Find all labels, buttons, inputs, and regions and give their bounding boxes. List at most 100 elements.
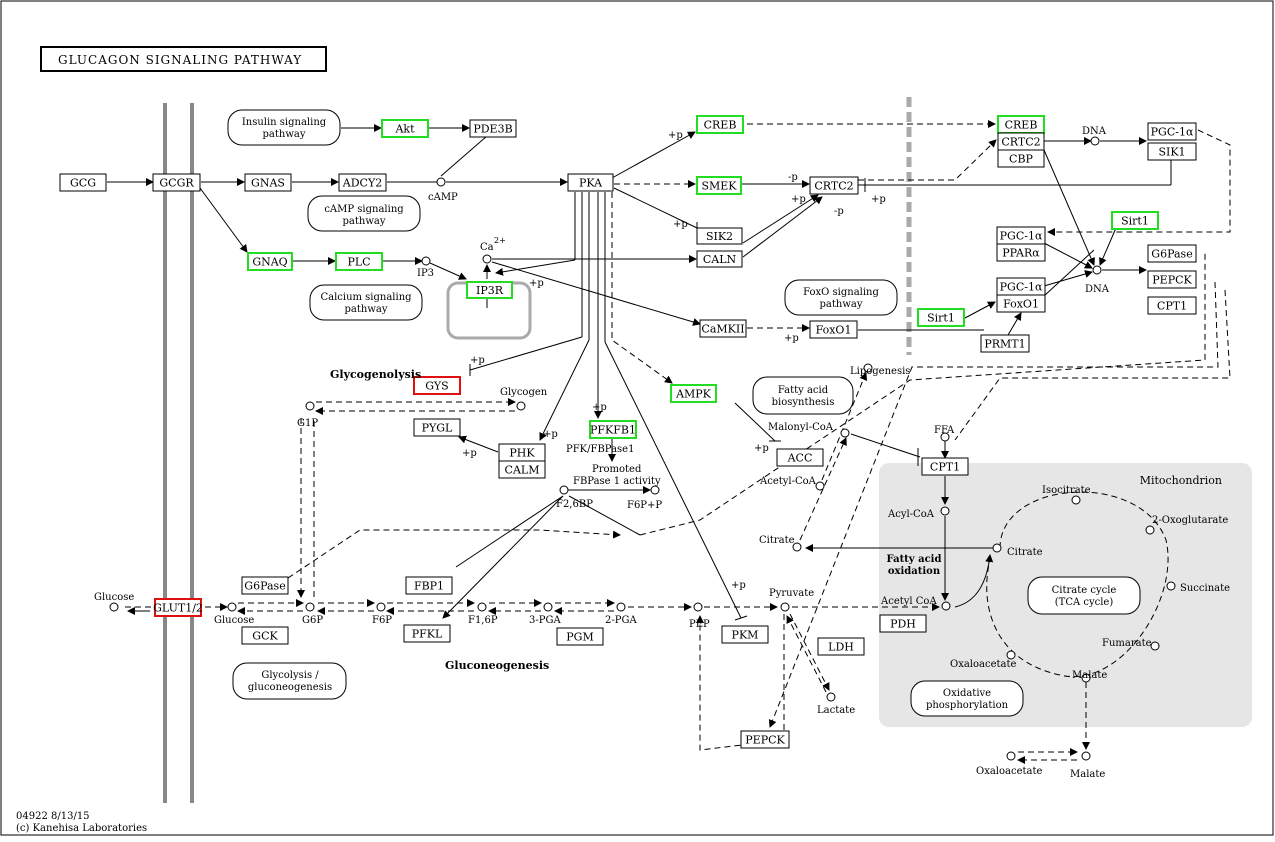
- gene-akt[interactable]: Akt: [381, 119, 429, 138]
- gene-box[interactable]: [469, 119, 517, 138]
- gene-camkii[interactable]: CaMKII: [699, 319, 747, 338]
- gene-pfkfb1[interactable]: PFKFB1: [589, 420, 637, 439]
- gene-box[interactable]: [721, 625, 769, 644]
- gene-prmt1[interactable]: PRMT1: [980, 334, 1030, 353]
- gene-fbp1[interactable]: FBP1: [405, 576, 453, 595]
- gene-box[interactable]: [498, 460, 546, 479]
- gene-box[interactable]: [556, 627, 604, 646]
- gene-gcg[interactable]: GCG: [59, 173, 107, 192]
- gene-glut[interactable]: GLUT1/2: [153, 598, 203, 617]
- gene-pgc1a3[interactable]: PGC-1α: [996, 277, 1046, 296]
- gene-sirt1b[interactable]: Sirt1: [917, 308, 965, 327]
- gene-box[interactable]: [879, 614, 927, 633]
- gene-box[interactable]: [917, 308, 965, 327]
- gene-label: FBP1: [414, 580, 444, 593]
- gene-box[interactable]: [1147, 122, 1197, 141]
- gene-ppara[interactable]: PPARα: [996, 243, 1046, 262]
- gene-box[interactable]: [338, 173, 387, 192]
- gene-pkm[interactable]: PKM: [721, 625, 769, 644]
- gene-box[interactable]: [241, 576, 289, 595]
- gene-cbp[interactable]: CBP: [997, 149, 1045, 168]
- gene-cpt1a[interactable]: CPT1: [1147, 296, 1197, 315]
- gene-box[interactable]: [921, 457, 969, 476]
- svg-text:Acetyl-CoA: Acetyl-CoA: [759, 476, 817, 487]
- gene-pka[interactable]: PKA: [567, 173, 614, 192]
- gene-box[interactable]: [1147, 270, 1197, 289]
- gene-box[interactable]: [405, 576, 453, 595]
- gene-box[interactable]: [567, 173, 614, 192]
- gene-plc[interactable]: PLC: [335, 252, 383, 271]
- svg-text:Insulin signaling: Insulin signaling: [242, 117, 327, 128]
- gene-pdh[interactable]: PDH: [879, 614, 927, 633]
- gene-sik1[interactable]: SIK1: [1147, 142, 1197, 161]
- gene-phk[interactable]: PHK: [498, 443, 546, 462]
- gene-box[interactable]: [413, 418, 461, 437]
- gene-foxo1b[interactable]: FoxO1: [996, 294, 1046, 313]
- gene-pepck1[interactable]: PEPCK: [1147, 270, 1197, 289]
- gene-pgc1a2[interactable]: PGC-1α: [996, 226, 1046, 245]
- gene-pygl[interactable]: PYGL: [413, 418, 461, 437]
- gene-box[interactable]: [241, 626, 289, 645]
- gene-box[interactable]: [809, 176, 859, 195]
- gene-box[interactable]: [980, 334, 1030, 353]
- gene-crtc2b[interactable]: CRTC2: [997, 132, 1045, 151]
- svg-text:+p: +p: [784, 333, 799, 344]
- gene-g6pase1[interactable]: G6Pase: [1147, 244, 1197, 263]
- gene-box[interactable]: [696, 176, 742, 195]
- gene-gnaq[interactable]: GNAQ: [247, 252, 293, 271]
- gene-box[interactable]: [809, 320, 858, 339]
- gene-box[interactable]: [247, 252, 293, 271]
- gene-box[interactable]: [699, 319, 747, 338]
- gene-box[interactable]: [996, 243, 1046, 262]
- gene-box[interactable]: [1147, 296, 1197, 315]
- gene-gck[interactable]: GCK: [241, 626, 289, 645]
- gene-gnas[interactable]: GNAS: [244, 173, 292, 192]
- gene-box[interactable]: [244, 173, 292, 192]
- gene-pde3b[interactable]: PDE3B: [469, 119, 517, 138]
- gene-creb1[interactable]: CREB: [696, 115, 744, 134]
- gene-box[interactable]: [817, 637, 865, 656]
- gene-cpt1b[interactable]: CPT1: [921, 457, 969, 476]
- gene-box[interactable]: [696, 115, 744, 134]
- gene-pgm[interactable]: PGM: [556, 627, 604, 646]
- gene-ip3r[interactable]: IP3R: [466, 281, 513, 299]
- gene-pepck2[interactable]: PEPCK: [740, 730, 790, 749]
- gene-adcy2[interactable]: ADCY2: [338, 173, 387, 192]
- gene-ldh[interactable]: LDH: [817, 637, 865, 656]
- gene-box[interactable]: [1111, 211, 1159, 230]
- gene-box[interactable]: [154, 598, 202, 617]
- gene-box[interactable]: [152, 173, 201, 192]
- gene-ampk[interactable]: AMPK: [670, 384, 717, 403]
- gene-box[interactable]: [1147, 244, 1197, 263]
- gene-caln[interactable]: CALN: [696, 250, 743, 268]
- gene-acc[interactable]: ACC: [776, 448, 824, 467]
- gene-box[interactable]: [740, 730, 790, 749]
- gene-sik2[interactable]: SIK2: [696, 227, 743, 245]
- gene-box[interactable]: [670, 384, 717, 403]
- gene-smek[interactable]: SMEK: [696, 176, 742, 195]
- gene-box[interactable]: [403, 624, 451, 643]
- gene-box[interactable]: [413, 376, 461, 395]
- gene-sirt1a[interactable]: Sirt1: [1111, 211, 1159, 230]
- gene-creb2[interactable]: CREB: [997, 115, 1045, 134]
- gene-pfkl[interactable]: PFKL: [403, 624, 451, 643]
- gene-pgc1a1[interactable]: PGC-1α: [1147, 122, 1197, 141]
- gene-crtc2a[interactable]: CRTC2: [809, 176, 859, 195]
- gene-box[interactable]: [335, 252, 383, 271]
- gene-box[interactable]: [776, 448, 824, 467]
- gene-box[interactable]: [466, 281, 513, 299]
- gene-box[interactable]: [589, 420, 637, 439]
- gene-box[interactable]: [996, 294, 1046, 313]
- gene-foxo1a[interactable]: FoxO1: [809, 320, 858, 339]
- gene-box[interactable]: [381, 119, 429, 138]
- gene-box[interactable]: [696, 250, 743, 268]
- gene-g6pase2[interactable]: G6Pase: [241, 576, 289, 595]
- gene-gys[interactable]: GYS: [413, 376, 461, 395]
- gene-box[interactable]: [59, 173, 107, 192]
- gene-box[interactable]: [696, 227, 743, 245]
- gene-gcgr[interactable]: GCGR: [152, 173, 201, 192]
- g6p-node: [305, 602, 315, 612]
- gene-box[interactable]: [1147, 142, 1197, 161]
- gene-box[interactable]: [997, 149, 1045, 168]
- gene-calm[interactable]: CALM: [498, 460, 546, 479]
